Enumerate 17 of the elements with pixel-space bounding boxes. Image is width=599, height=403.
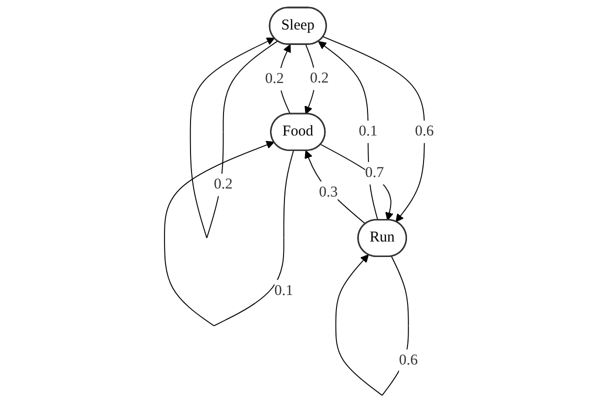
edge-label: 0.1 [274,282,294,299]
edge-label: 0.6 [415,123,434,140]
edge-label: 0.2 [265,70,284,87]
edge-label: 0.1 [359,123,378,140]
edge-label: 0.7 [365,164,384,181]
arrow [164,140,294,326]
arrow [323,36,426,222]
arrow [336,254,410,396]
arrow [318,41,379,221]
edge-label: 0.3 [319,184,338,200]
arrow [190,38,278,238]
edge-label: 0.2 [310,70,330,86]
edge-label: 0.6 [399,352,418,368]
arrow [279,44,292,115]
edge-label: 0.2 [214,176,233,192]
arrow [320,144,394,221]
arrow [305,150,366,224]
